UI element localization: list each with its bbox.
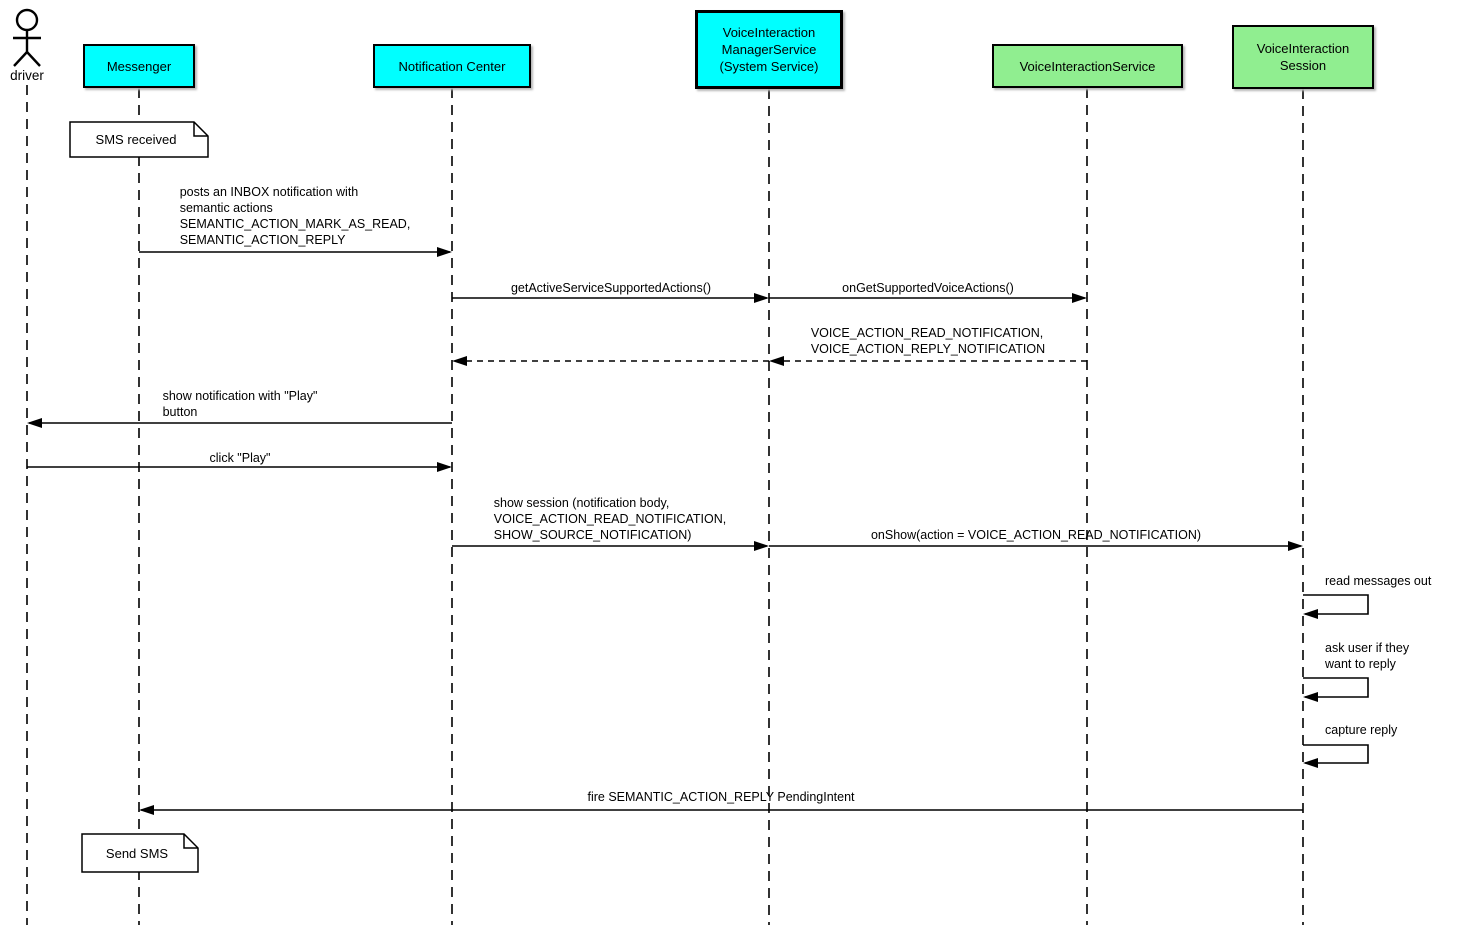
message-label-on-show: onShow(action = VOICE_ACTION_READ_NOTIFI… <box>870 528 1202 542</box>
arrow-self-capture-reply <box>1303 744 1369 764</box>
participant-notification-center-label: Notification Center <box>398 58 506 74</box>
message-label-show-session: show session (notification body, VOICE_A… <box>493 496 727 542</box>
message-label-voice-actions-return: VOICE_ACTION_READ_NOTIFICATION, VOICE_AC… <box>810 326 1046 356</box>
message-label-show-notification-play: show notification with "Play" button <box>162 389 318 419</box>
participant-voice-interaction-service-label: VoiceInteractionService <box>1019 58 1156 74</box>
participant-voice-interaction-session: VoiceInteraction Session <box>1232 25 1374 89</box>
participant-voice-interaction-session-label: VoiceInteraction Session <box>1256 41 1350 73</box>
message-label-on-get-supported-voice-actions: onGetSupportedVoiceActions() <box>842 281 1014 295</box>
actor-label-driver: driver <box>10 68 44 83</box>
participant-messenger-label: Messenger <box>106 58 172 74</box>
lifelines <box>26 85 1304 925</box>
arrow-self-ask-user-reply <box>1303 677 1369 698</box>
note-shape-sms-received <box>69 121 209 158</box>
message-arrows <box>27 247 1369 815</box>
note-sms-received: SMS received <box>95 132 177 147</box>
message-label-ask-user-reply: ask user if they want to reply <box>1325 641 1410 671</box>
note-send-sms: Send SMS <box>105 845 169 861</box>
message-label-get-active-service-supported-actions: getActiveServiceSupportedActions() <box>510 281 712 295</box>
participant-voice-interaction-service: VoiceInteractionService <box>992 44 1183 88</box>
message-label-posts-inbox-notification: posts an INBOX notification with semanti… <box>179 185 411 247</box>
message-label-fire-pending-intent: fire SEMANTIC_ACTION_REPLY PendingIntent <box>587 790 855 804</box>
participant-notification-center: Notification Center <box>373 44 531 88</box>
message-label-click-play: click "Play" <box>209 451 271 465</box>
arrow-self-read-messages-out <box>1303 594 1369 615</box>
participant-voice-interaction-manager-service: VoiceInteraction ManagerService (System … <box>695 10 843 89</box>
message-label-read-messages-out: read messages out <box>1325 574 1432 588</box>
actor-figure-icon <box>13 8 41 67</box>
message-label-capture-reply: capture reply <box>1325 723 1398 737</box>
participant-messenger: Messenger <box>83 44 195 88</box>
participant-voice-interaction-manager-service-label: VoiceInteraction ManagerService (System … <box>719 25 819 74</box>
note-shape-send-sms <box>81 833 199 873</box>
